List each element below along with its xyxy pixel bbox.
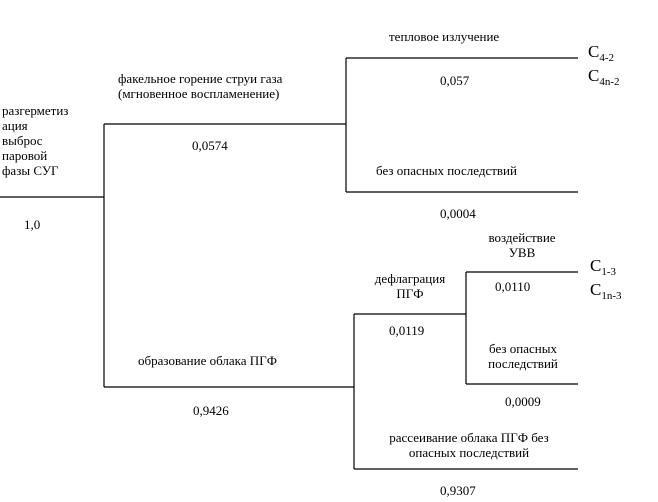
deflagration-label: дефлаграция ПГФ [374,271,446,301]
shock-value: 0,0110 [495,279,531,294]
dispersion-label: рассеивание облака ПГФ без опасных после… [389,430,549,460]
no-danger-1-value: 0,0004 [440,206,476,221]
consequence-c42: C4-2 [588,42,615,64]
thermal-value: 0,057 [440,73,470,88]
root-label: разгерметиз ация выброс паровой фазы СУГ [2,103,69,178]
dispersion-value: 0,9307 [440,483,476,498]
cloud-label: образование облака ПГФ [138,353,277,368]
torch-value: 0,0574 [192,138,228,153]
consequence-c4n2: C4n-2 [588,66,620,88]
torch-label: факельное горение струи газа (мгновенное… [118,71,283,101]
thermal-label: тепловое излучение [389,29,500,44]
consequence-c13: C1-3 [590,256,617,278]
root-value: 1,0 [24,217,41,232]
no-danger-1-label: без опасных последствий [376,163,517,178]
deflagration-value: 0,0119 [389,323,425,338]
no-danger-2-label: без опасных последствий [488,341,558,371]
cloud-value: 0,9426 [193,403,229,418]
shock-label: воздействие УВВ [488,230,556,260]
consequence-c1n3: C1n-3 [590,280,622,302]
no-danger-2-value: 0,0009 [505,394,541,409]
